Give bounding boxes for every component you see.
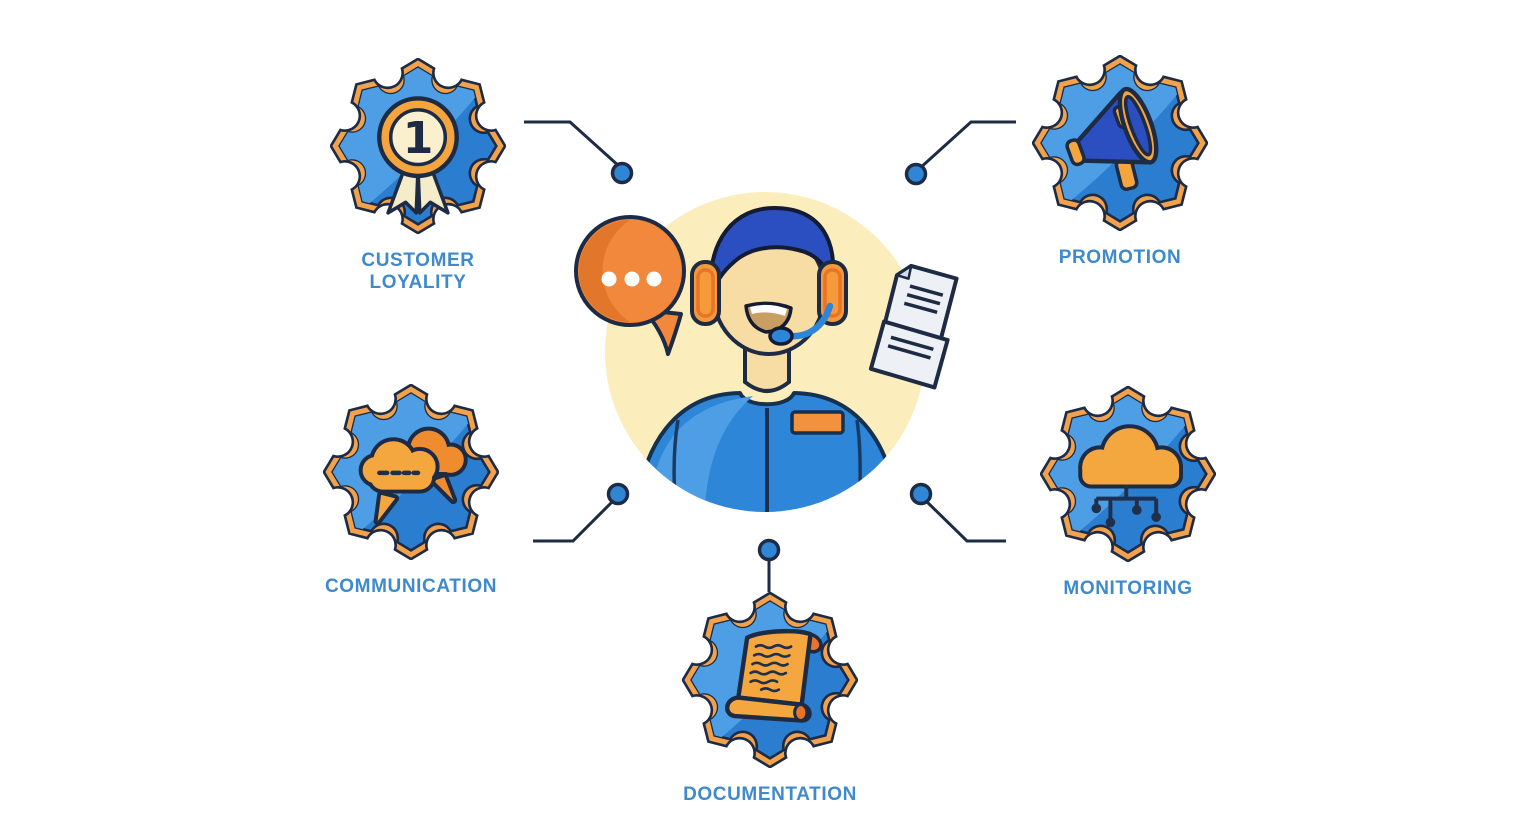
documents-icon xyxy=(868,263,959,390)
gear-badge xyxy=(1040,386,1216,562)
svg-text:1: 1 xyxy=(403,113,434,164)
node-label-monitoring: MONITORING xyxy=(1063,578,1193,599)
gear-badge xyxy=(1032,55,1208,231)
chat-bubble-icon xyxy=(574,215,686,356)
support-agent-avatar xyxy=(633,206,901,512)
cloud-network-icon xyxy=(1078,424,1183,528)
node-label-documentation: DOCUMENTATION xyxy=(683,784,857,805)
scroll-icon xyxy=(725,629,823,723)
award-medal-icon: 1 xyxy=(377,96,459,215)
node-documentation: DOCUMENTATION xyxy=(682,592,858,840)
support-agent-illustration xyxy=(574,192,959,512)
node-label-customer-loyalty: CUSTOMER LOYALITY xyxy=(361,250,475,293)
gear-badge xyxy=(682,592,858,768)
speech-clouds-icon xyxy=(358,426,468,526)
node-label-promotion: PROMOTION xyxy=(1058,247,1182,268)
node-customer-loyalty: 1 CUSTOMER LOYALITY xyxy=(330,58,506,308)
jacket-pocket-badge xyxy=(790,410,845,435)
node-communication: COMMUNICATION xyxy=(323,384,499,634)
node-promotion: PROMOTION xyxy=(1032,55,1208,305)
microphone-icon xyxy=(768,302,834,346)
gear-badge xyxy=(323,384,499,560)
gear-badge: 1 xyxy=(330,58,506,234)
megaphone-icon xyxy=(1065,86,1159,192)
node-monitoring: MONITORING xyxy=(1040,386,1216,636)
node-label-communication: COMMUNICATION xyxy=(324,576,498,597)
